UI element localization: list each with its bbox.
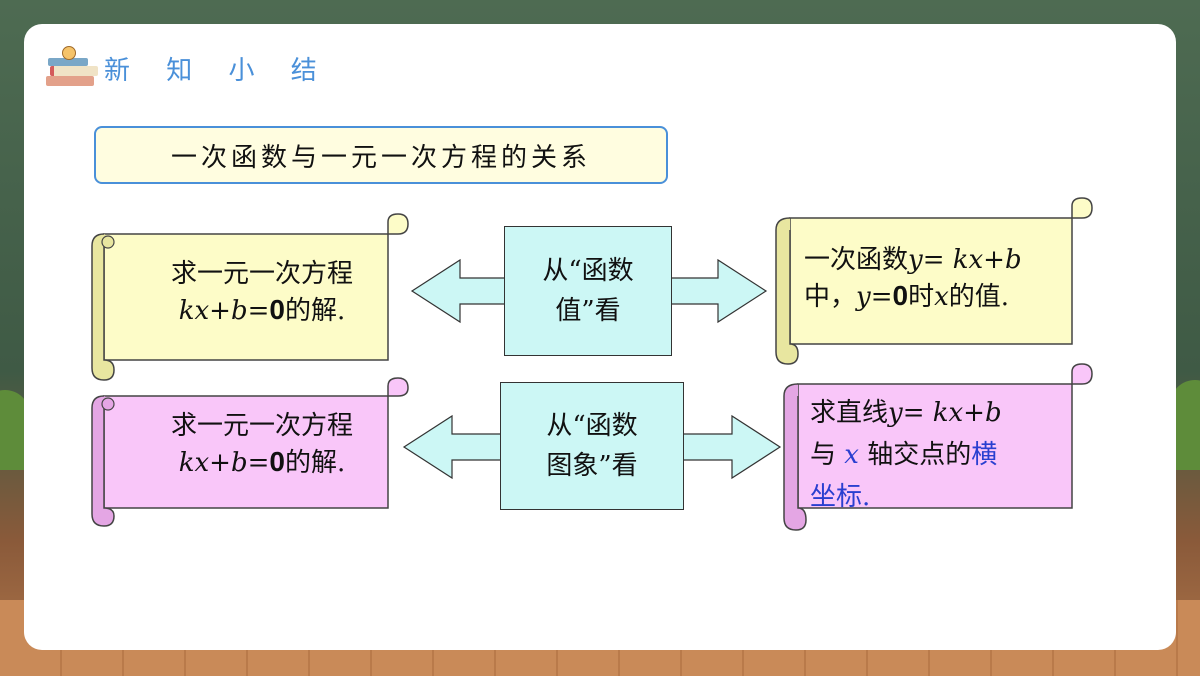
row1-right-text: 一次函数y= kx+b 中，y=0时x的值. [804, 242, 1086, 315]
books-icon [46, 46, 98, 90]
topic-title-box: 一次函数与一元一次方程的关系 [94, 126, 668, 184]
row1-right-line2: 中，y=0时x的值. [804, 280, 1010, 312]
row1-left-text: 求一元一次方程 kx+b=0的解. [132, 256, 392, 329]
row2-center-line1: 从“函数 [546, 411, 638, 441]
row2-right-text: 求直线y= kx+b 与 x 轴交点的横 坐标. [810, 392, 1086, 518]
row1-center-line1: 从“函数 [542, 256, 634, 286]
section-title: 新 知 小 结 [104, 55, 331, 86]
row2-left-line1: 求一元一次方程 [170, 411, 353, 441]
section-header: 新 知 小 结 [46, 46, 331, 90]
scroll-yellow-right [775, 197, 1093, 365]
scroll-pink-right [783, 363, 1093, 531]
slide-card: 新 知 小 结 一次函数与一元一次方程的关系 求一元一次方程 kx+b=0的解.… [24, 24, 1176, 650]
row2-right-line1: 求直线y= kx+b [810, 398, 1002, 428]
row1-right-line1: 一次函数y= kx+b [804, 245, 1022, 275]
scroll-pink-left [91, 377, 409, 527]
row2-left-line2: kx+b=0的解. [178, 446, 346, 478]
row1-center-box: 从“函数值”看 [504, 226, 672, 356]
row2-left-text: 求一元一次方程 kx+b=0的解. [132, 408, 392, 481]
row1-center-line2: 值”看 [555, 296, 621, 326]
row1-left-line1: 求一元一次方程 [170, 259, 353, 289]
row1-left-line2: kx+b=0的解. [178, 294, 346, 326]
row2-right-line3: 坐标. [810, 482, 871, 512]
row2-center-line2: 图象”看 [546, 451, 638, 481]
scroll-yellow-left [91, 213, 409, 381]
row2-center-box: 从“函数图象”看 [500, 382, 684, 510]
row2-right-line2: 与 x 轴交点的横 [810, 440, 998, 470]
